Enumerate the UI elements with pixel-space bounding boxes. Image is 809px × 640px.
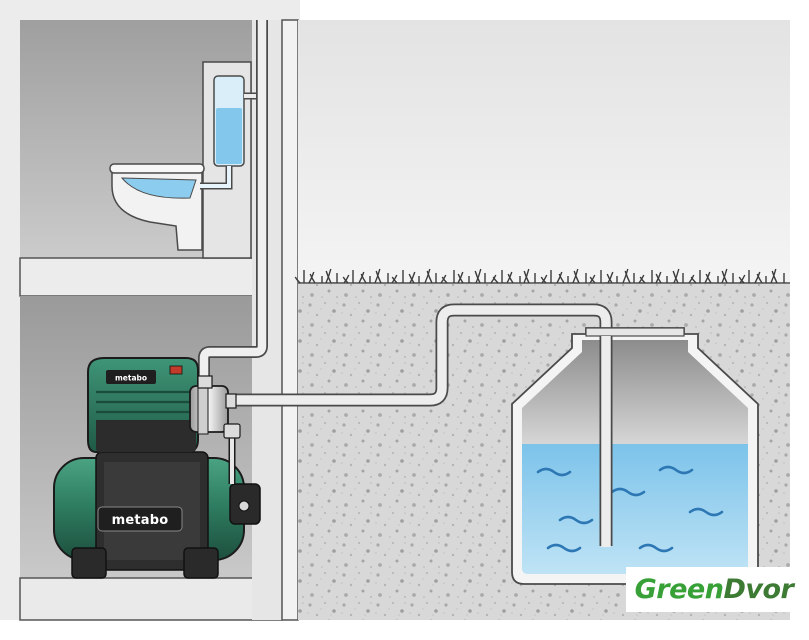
underground-tank xyxy=(511,327,759,585)
grass-blade xyxy=(523,270,530,284)
tank-badge xyxy=(97,506,183,532)
grass-blade xyxy=(690,276,697,284)
tank-interior-air xyxy=(522,340,748,444)
motor-ribs xyxy=(96,390,190,414)
pump-head xyxy=(189,385,229,433)
grass-blade xyxy=(673,268,680,284)
tank-lid xyxy=(585,327,685,337)
pump-inlet xyxy=(225,393,237,409)
grass-blade xyxy=(655,273,662,284)
grass-blade xyxy=(342,276,349,284)
toilet-water xyxy=(120,177,197,199)
grass-blade xyxy=(360,273,367,284)
toilet xyxy=(109,61,262,259)
grass-blade xyxy=(639,276,646,284)
grass-blade xyxy=(408,273,415,284)
grass-blade xyxy=(523,268,530,284)
grass xyxy=(294,268,785,284)
grass-blade xyxy=(672,270,679,284)
grass-blade xyxy=(556,271,563,284)
tank-water xyxy=(522,444,748,574)
grass-blade xyxy=(492,276,499,284)
grass-blade xyxy=(607,271,614,284)
grass-blade xyxy=(343,274,350,284)
grass-blade xyxy=(589,276,596,284)
floor-slab xyxy=(19,257,283,297)
grass-blade xyxy=(325,268,332,284)
grass-blade xyxy=(426,270,433,284)
toilet-seat xyxy=(109,163,205,174)
pump-station: metabo metabo xyxy=(53,357,261,579)
grass-blade xyxy=(624,270,631,284)
grass-blade xyxy=(294,276,301,284)
grass-blade xyxy=(721,270,728,284)
supply-pipe-vertical xyxy=(198,20,268,384)
grass-blade xyxy=(739,274,746,284)
grass-blade xyxy=(475,268,482,284)
grass-blade xyxy=(309,273,316,284)
grass-blade xyxy=(409,271,416,284)
exterior-wall xyxy=(281,19,299,621)
watermark-dvor: Dvor xyxy=(723,574,794,605)
grass-blade xyxy=(541,274,548,284)
grass-blade xyxy=(721,268,728,284)
grass-blade xyxy=(474,270,481,284)
pump-foot-right xyxy=(183,547,219,579)
outside-sky xyxy=(298,20,790,282)
grass-blade xyxy=(655,271,662,284)
grass-blade xyxy=(589,274,596,284)
house-wall-left xyxy=(0,0,20,620)
grass-blade xyxy=(622,268,629,284)
grass-blade xyxy=(457,273,464,284)
grass-blade xyxy=(558,273,565,284)
suction-pipe xyxy=(228,303,613,546)
pump-foot-left xyxy=(71,547,107,579)
pump-badge xyxy=(106,370,156,384)
pump-brand-label: metabo xyxy=(115,374,147,383)
water-waves xyxy=(536,465,724,553)
grass-blade xyxy=(391,274,398,284)
basement-floor xyxy=(19,577,283,621)
watermark-green: Green xyxy=(634,574,724,605)
grass-blade xyxy=(391,276,398,284)
grass-blade xyxy=(358,271,365,284)
grass-blade xyxy=(573,270,580,284)
grass-blade xyxy=(325,270,332,284)
pump-valve xyxy=(223,423,241,439)
pump-outlet xyxy=(197,375,213,389)
grass-blade xyxy=(424,268,431,284)
pump-indicator xyxy=(169,365,183,375)
house-wall-top xyxy=(0,0,300,20)
grass-blade xyxy=(705,273,712,284)
grass-blade xyxy=(441,276,448,284)
grass-blade xyxy=(754,271,761,284)
grass-blade xyxy=(738,276,745,284)
grass-blade xyxy=(540,276,547,284)
grass-blade xyxy=(756,273,763,284)
grass-blade xyxy=(507,273,514,284)
grass-blade xyxy=(375,270,382,284)
grass-blade xyxy=(606,273,613,284)
cistern-water xyxy=(216,108,242,164)
grass-blade xyxy=(771,270,778,284)
tank-brand-label: metabo xyxy=(112,513,169,528)
grass-blade xyxy=(457,271,464,284)
